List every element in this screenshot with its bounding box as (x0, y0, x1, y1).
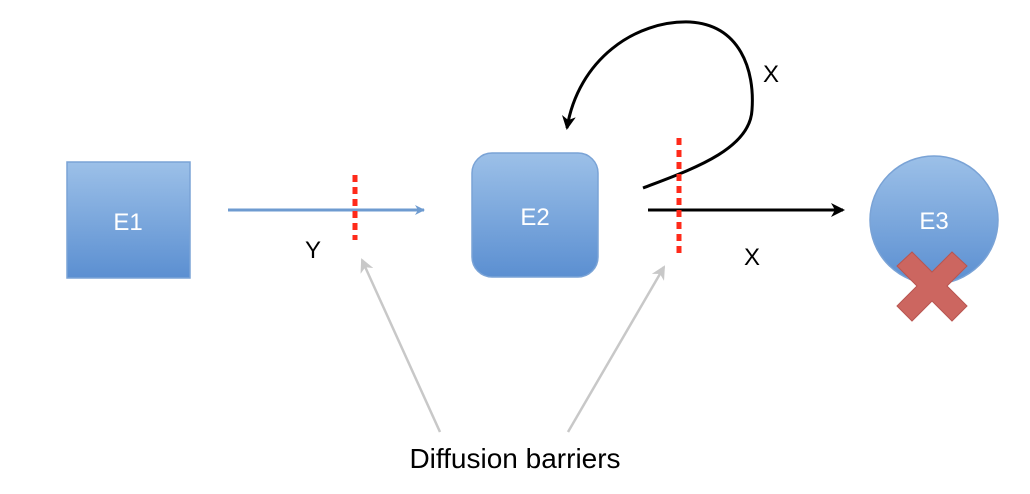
edge-label-loop-x: X (763, 61, 779, 88)
node-e1-label: E1 (113, 209, 142, 236)
arrow-e2-loop (562, 20, 754, 190)
blocked-cross-icon (896, 251, 968, 322)
pointer-arrow-barrier-2 (566, 265, 666, 433)
node-e2: E2 (471, 152, 599, 278)
caption-diffusion-barriers: Diffusion barriers (409, 443, 620, 474)
pointer-arrow-barrier-1 (360, 258, 442, 433)
edge-label-y: Y (305, 237, 321, 264)
node-e1: E1 (66, 161, 191, 279)
edge-label-x: X (744, 244, 760, 271)
node-e3-label: E3 (919, 208, 948, 235)
node-e2-label: E2 (520, 204, 549, 231)
node-e3: E3 (869, 155, 999, 285)
